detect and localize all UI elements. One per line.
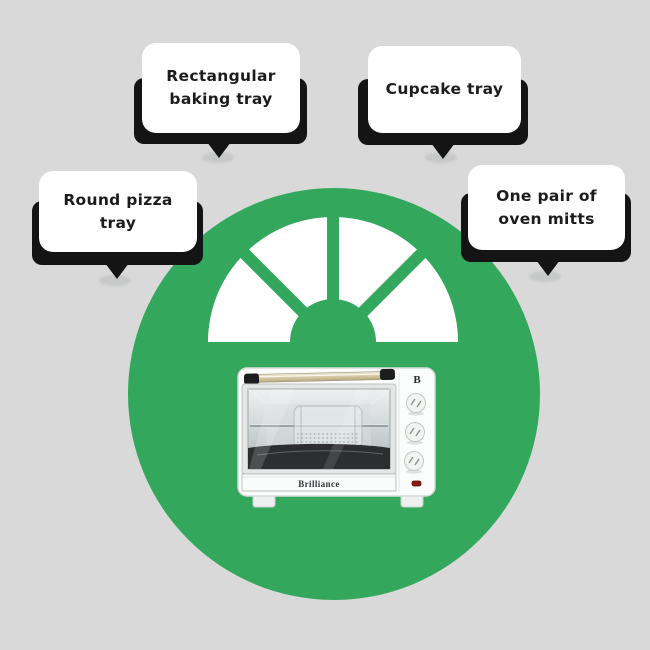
callout-label: Rectangular baking tray (142, 43, 300, 133)
glass-reflection (249, 389, 295, 469)
oven-handle (243, 368, 395, 385)
brand-logo-letter: B (413, 374, 421, 386)
fan-hub (290, 299, 376, 342)
callout-label: Cupcake tray (368, 46, 521, 133)
callout-cupcake-tray: Cupcake tray (358, 46, 528, 168)
power-indicator-light (411, 480, 422, 487)
callout-rectangular-baking-tray: Rectangular baking tray (134, 43, 307, 168)
oven-knob-middle[interactable] (405, 422, 425, 445)
handle-cap-right (379, 368, 395, 381)
door-dark-band (248, 443, 390, 469)
rotisserie-drum (293, 405, 363, 449)
handle-cap-left (243, 373, 260, 385)
tail-shadow-ellipse (425, 152, 457, 163)
door-band-highlight (256, 450, 384, 456)
callout-label: One pair of oven mitts (468, 165, 625, 250)
glass-reflection (323, 389, 371, 469)
callout-line: oven mitts (498, 209, 595, 228)
door-bottom-strip (241, 473, 397, 492)
callout-line: baking tray (169, 90, 273, 108)
callout-line: tray (99, 213, 137, 232)
tail-shadow-ellipse (99, 275, 131, 286)
oven-knob-top[interactable] (406, 393, 426, 416)
brand-label: Brilliance (298, 479, 340, 489)
toaster-oven-image: Brilliance B (237, 367, 436, 508)
fan-decoration-icon (208, 213, 458, 342)
oven-knob-bottom[interactable] (404, 451, 424, 474)
callout-line: Cupcake tray (385, 80, 504, 98)
callout-one-pair-oven-mitts: One pair of oven mitts (461, 165, 631, 285)
callout-line: Rectangular (166, 67, 276, 85)
oven-interior-edges (247, 388, 391, 470)
callout-line: One pair of (496, 186, 597, 205)
tail-shadow-ellipse (529, 271, 561, 282)
callout-label: Round pizza tray (39, 171, 197, 252)
tail-shadow-ellipse (202, 152, 234, 163)
callout-line: Round pizza (63, 190, 173, 209)
callout-round-pizza-tray: Round pizza tray (32, 171, 203, 291)
